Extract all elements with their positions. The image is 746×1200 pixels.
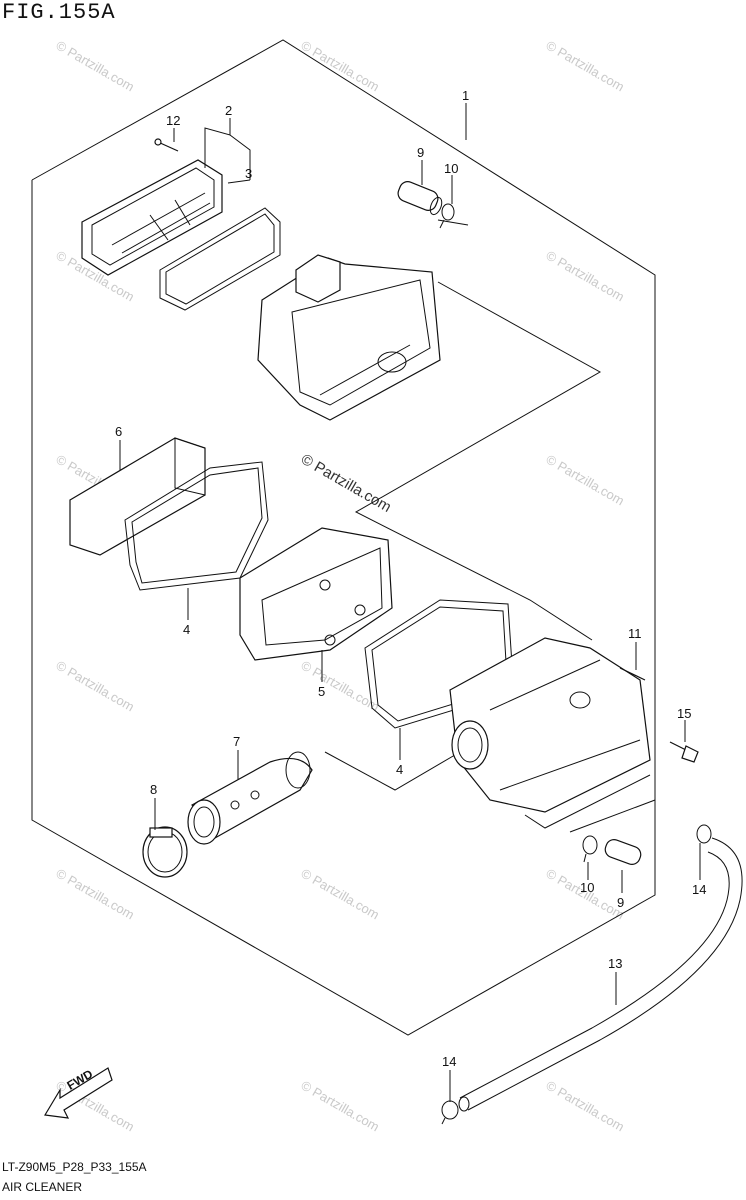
bolt-15-part — [669, 741, 699, 763]
callout-4-upper: 4 — [183, 622, 190, 637]
watermark-text: © Partzilla.com — [54, 866, 137, 923]
watermark-text: © Partzilla.com — [544, 1078, 627, 1135]
watermark-text: © Partzilla.com — [54, 38, 137, 95]
clamp-8-part — [142, 826, 188, 878]
callout-8: 8 — [150, 782, 157, 797]
watermark-text: © Partzilla.com — [299, 866, 382, 923]
clamp-14-lower-part — [441, 1100, 459, 1125]
cover-gasket-part — [159, 207, 281, 311]
callout-10-lower: 10 — [580, 880, 594, 895]
screw-12-part — [154, 138, 179, 152]
callout-4-lower: 4 — [396, 762, 403, 777]
lower-boundary-line — [524, 774, 651, 829]
drain-boundary-line — [569, 799, 656, 833]
upper-cover-part — [81, 159, 223, 276]
callout-14-lower: 14 — [442, 1054, 456, 1069]
pipe-boundary-line — [437, 219, 469, 226]
callout-2: 2 — [225, 103, 232, 118]
footer-name: AIR CLEANER — [2, 1180, 83, 1194]
housing-top-part — [257, 254, 441, 421]
callout-labels: 1 2 3 12 9 10 6 4 5 4 7 8 11 15 10 9 14 … — [115, 88, 706, 1069]
callout-14-upper: 14 — [692, 882, 706, 897]
gasket-4-upper-part — [124, 461, 269, 591]
outlet-tube-7-part — [187, 751, 313, 845]
gasket-boundary-line — [324, 751, 461, 791]
clamp-10-upper-part — [439, 203, 455, 229]
filter-cover-5-part — [239, 527, 393, 661]
clamp-10-lower-part — [582, 835, 598, 863]
watermark-text: © Partzilla.com — [299, 38, 382, 95]
hose-13-part — [458, 837, 743, 1112]
callout-1: 1 — [462, 88, 469, 103]
callout-5: 5 — [318, 684, 325, 699]
callout-11: 11 — [628, 626, 642, 641]
assembly-boundary — [31, 39, 656, 1036]
air-cleaner-case-part — [449, 637, 651, 813]
clamp-14-upper-part — [696, 824, 712, 844]
pipe-9-upper-part — [397, 181, 443, 216]
watermark-text: © Partzilla.com — [544, 452, 627, 509]
watermark-text: © Partzilla.com — [544, 38, 627, 95]
figure-title: FIG.155A — [2, 0, 116, 25]
callout-12: 12 — [166, 113, 180, 128]
callout-13: 13 — [608, 956, 622, 971]
leader-lines — [119, 103, 701, 1102]
callout-6: 6 — [115, 424, 122, 439]
callout-10-upper: 10 — [444, 161, 458, 176]
watermark-text: © Partzilla.com — [54, 658, 137, 715]
callout-3: 3 — [245, 166, 252, 181]
fwd-arrow-icon: FWD — [44, 1067, 113, 1119]
callout-15: 15 — [677, 706, 691, 721]
housing-boundary-line — [354, 281, 602, 641]
callout-9-lower: 9 — [617, 895, 624, 910]
watermark-text: © Partzilla.com — [544, 248, 627, 305]
bolt-11-part — [619, 667, 646, 681]
callout-9-upper: 9 — [417, 145, 424, 160]
plug-9-lower-part — [604, 839, 642, 865]
callout-7: 7 — [233, 734, 240, 749]
watermark-text: © Partzilla.com — [299, 1078, 382, 1135]
filter-element-6-part — [69, 437, 206, 556]
footer-code: LT-Z90M5_P28_P33_155A — [2, 1160, 147, 1174]
watermark-main: © Partzilla.com — [298, 451, 394, 516]
